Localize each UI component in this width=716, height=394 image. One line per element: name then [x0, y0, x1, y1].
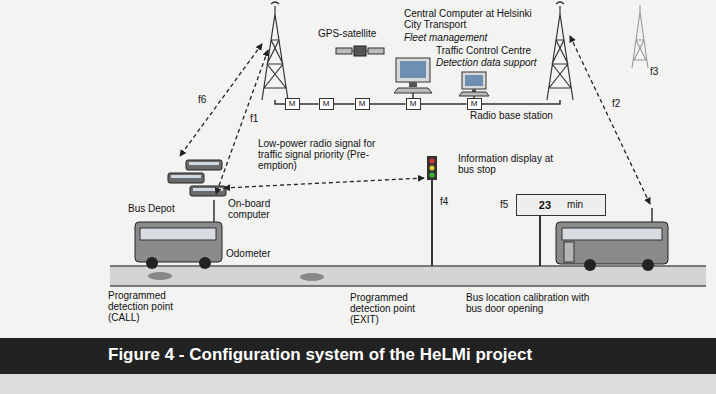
- depot-bus: [168, 173, 204, 183]
- traffic-light: [427, 156, 437, 266]
- modem-box: M: [319, 98, 334, 110]
- node-subtext: min: [567, 199, 583, 211]
- detection-label: Programmed detection point (EXIT): [350, 292, 445, 325]
- equipment-label: Odometer: [226, 248, 270, 259]
- detection-computer: [459, 72, 489, 98]
- modem-box: M: [355, 98, 370, 110]
- solar-panel: [368, 48, 384, 54]
- radio-link-f2: [570, 36, 650, 204]
- signal-lamp: [430, 166, 435, 171]
- keyboard: [394, 88, 432, 93]
- frequency-label: f3: [650, 66, 658, 77]
- right-bus: [556, 208, 668, 271]
- road-edge: [110, 266, 706, 286]
- network-line: [480, 100, 560, 104]
- wheel: [146, 257, 158, 269]
- bus-window: [562, 228, 662, 240]
- depot-label: Bus Depot: [128, 203, 175, 214]
- monitor: [462, 72, 486, 89]
- computer-label: Central Computer at Helsinki City Transp…: [404, 8, 544, 30]
- node-text: M: [323, 100, 330, 108]
- frequency-label: f4: [440, 196, 448, 207]
- panel-arm: [352, 51, 368, 52]
- computer-label: Traffic Control Centre: [436, 45, 531, 56]
- node-text: M: [359, 100, 366, 108]
- wheel: [642, 259, 654, 271]
- bus-window: [171, 175, 201, 178]
- satellite-label: GPS-satellite: [318, 28, 376, 39]
- signal-lamp: [430, 173, 435, 178]
- display-label: Information display at bus stop: [458, 153, 558, 175]
- signal-head: [427, 156, 437, 180]
- solar-panel: [336, 48, 352, 54]
- bus-antenna: [651, 208, 653, 222]
- bus-body: [135, 222, 222, 262]
- network-connector: [334, 103, 355, 105]
- signal-lamp: [430, 159, 435, 164]
- monitor: [396, 58, 430, 82]
- modem-box: M: [285, 98, 300, 110]
- frequency-label: f5: [500, 199, 508, 210]
- bus-window: [189, 162, 219, 165]
- detection-label: Programmed detection point (CALL): [108, 290, 203, 323]
- screen: [465, 75, 483, 86]
- role-label: Detection data support: [436, 57, 537, 68]
- node-text: M: [471, 100, 478, 108]
- network-connector: [370, 103, 406, 105]
- signal-pole: [431, 180, 433, 266]
- bus-body: [556, 222, 668, 264]
- detection-point: [300, 273, 324, 281]
- gps-satellite: [336, 46, 384, 56]
- bus-window: [140, 228, 216, 240]
- modem-box: M: [467, 98, 482, 110]
- frequency-label: f2: [612, 98, 620, 109]
- bottom-margin: [0, 374, 716, 394]
- signal-note: Low-power radio signal for traffic signa…: [258, 138, 390, 171]
- calibration-note: Bus location calibration with bus door o…: [466, 292, 606, 314]
- node-text: M: [289, 100, 296, 108]
- radio-tower: [262, 2, 288, 100]
- radio-link-f4: [224, 178, 424, 188]
- radio-link-f6: [180, 44, 262, 156]
- information-display: 23 min: [516, 194, 606, 216]
- distant-tower: [632, 5, 648, 68]
- keyboard: [459, 92, 489, 96]
- monitor-stand: [409, 82, 417, 87]
- equipment-label: On-board computer: [228, 198, 288, 220]
- bus-door: [564, 242, 574, 262]
- node-text: M: [410, 100, 417, 108]
- figure-caption: Figure 4 - Configuration system of the H…: [108, 345, 532, 365]
- network-connector: [421, 103, 467, 105]
- node-text: 23: [539, 199, 551, 211]
- frequency-label: f6: [198, 94, 206, 105]
- depot-bus: [186, 160, 222, 170]
- network-connector: [300, 103, 319, 105]
- bus-stop-pole: [539, 216, 541, 266]
- satellite-body: [354, 46, 366, 56]
- road: [110, 266, 706, 286]
- station-label: Radio base station: [470, 110, 553, 121]
- screen: [400, 61, 426, 78]
- detection-point: [148, 272, 172, 280]
- caption-band: [0, 338, 716, 374]
- radio-tower: [547, 2, 573, 100]
- role-label: Fleet management: [404, 32, 487, 43]
- wheel: [199, 257, 211, 269]
- frequency-label: f1: [250, 113, 258, 124]
- bus-antenna: [213, 200, 215, 222]
- wheel: [584, 259, 596, 271]
- depot-bus: [190, 186, 226, 196]
- central-computer: [394, 58, 432, 98]
- modem-box: M: [406, 98, 421, 110]
- radio-link-f1: [216, 50, 268, 194]
